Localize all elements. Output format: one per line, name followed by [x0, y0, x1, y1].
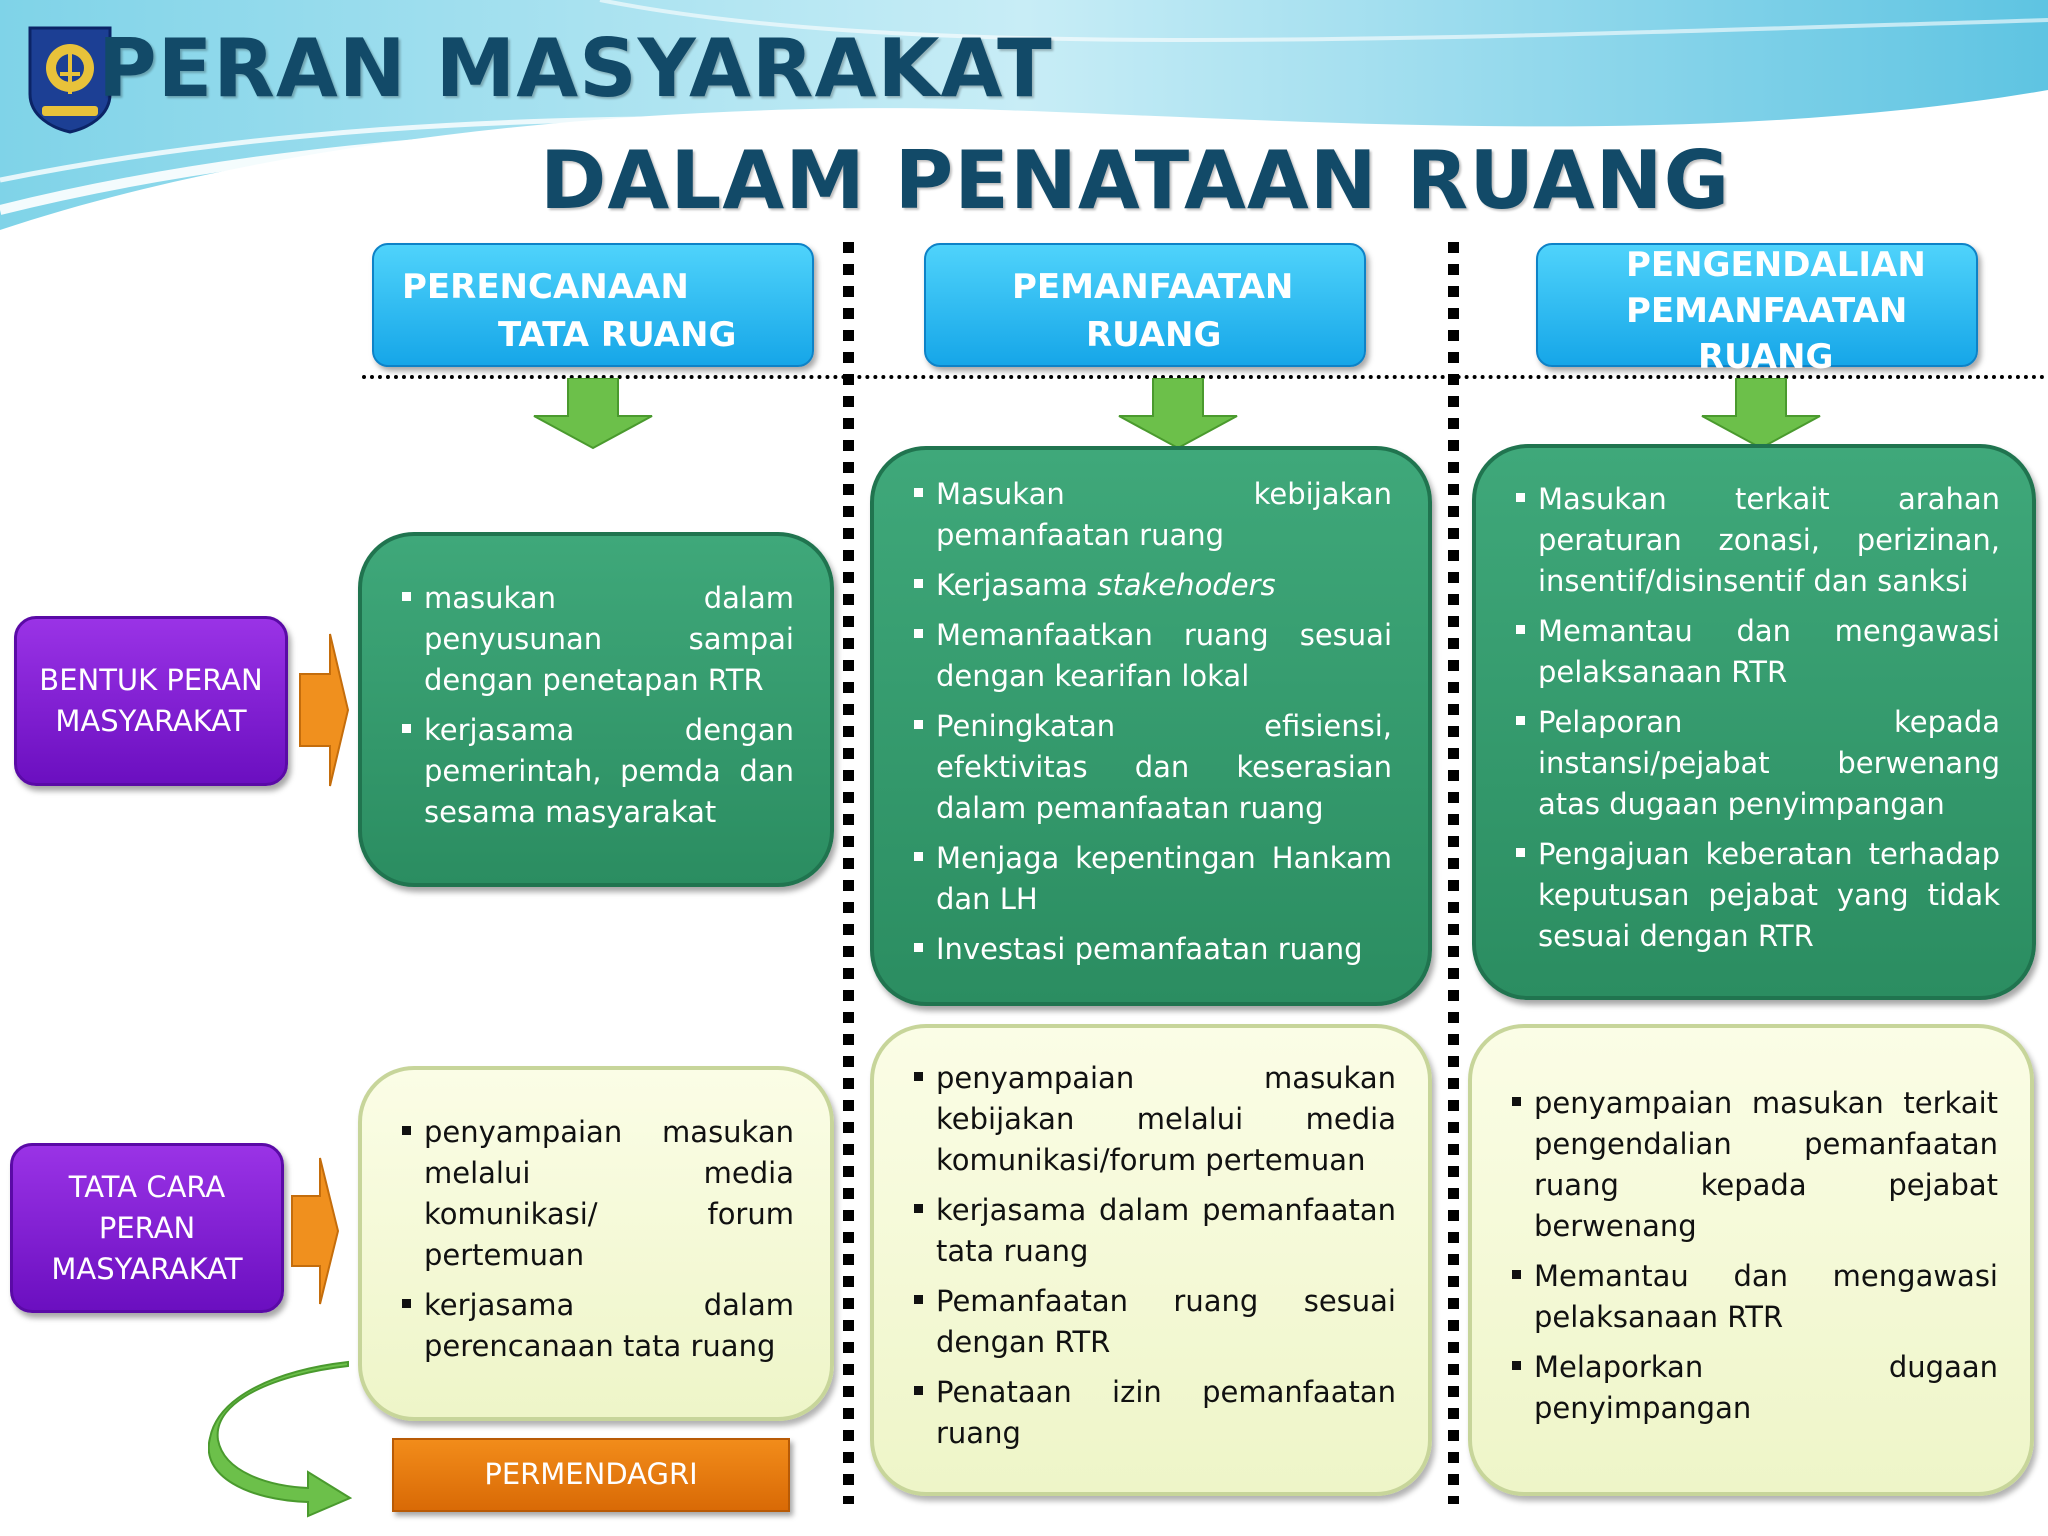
list-item: Pemanfaatan ruang sesuai dengan RTR — [914, 1281, 1396, 1363]
list-item: masukan dalam penyusunan sampai dengan p… — [402, 578, 794, 701]
right-arrow-icon — [291, 1157, 340, 1305]
list-item: kerjasama dalam perencanaan tata ruang — [402, 1285, 794, 1367]
list-item: Masukan kebijakan pemanfaatan ruang — [914, 474, 1392, 556]
header-background-swoosh — [0, 0, 2048, 230]
list-item: penyampaian masukan melalui media komuni… — [402, 1112, 794, 1276]
list-item: Peningkatan efisiensi, efektivitas dan k… — [914, 706, 1392, 829]
list-item: Menjaga kepentingan Hankam dan LH — [914, 838, 1392, 920]
list-item: Pelaporan kepada instansi/pejabat berwen… — [1516, 702, 2000, 825]
list-item: kerjasama dalam pemanfaatan tata ruang — [914, 1190, 1396, 1272]
list-item: Pengajuan keberatan terhadap keputusan p… — [1516, 834, 2000, 957]
bentuk-box-perencanaan: masukan dalam penyusunan sampai dengan p… — [358, 532, 834, 887]
header-line: PEMANFAATAN — [1012, 267, 1294, 307]
list-item: Memantau dan mengawasi pelaksanaan RTR — [1512, 1256, 1998, 1338]
bentuk-box-pemanfaatan: Masukan kebijakan pemanfaatan ruang Kerj… — [870, 446, 1432, 1006]
list-item: penyampaian masukan terkait pengendalian… — [1512, 1083, 1998, 1247]
down-arrow-icon — [1118, 378, 1238, 450]
list-item-text: Kerjasama stakehoders — [936, 567, 1276, 602]
row-label-line: MASYARAKAT — [51, 1251, 243, 1286]
tatacara-box-perencanaan: penyampaian masukan melalui media komuni… — [358, 1066, 834, 1421]
bentuk-box-pengendalian: Masukan terkait arahan peraturan zonasi,… — [1472, 444, 2036, 1000]
list-item: Memanfaatkan ruang sesuai dengan kearifa… — [914, 615, 1392, 697]
page-title-line2: DALAM PENATAAN RUANG — [540, 134, 1731, 227]
list-item: Melaporkan dugaan penyimpangan — [1512, 1347, 1998, 1429]
header-line: PERENCANAAN — [402, 267, 689, 307]
header-line: PENGENDALIAN — [1626, 245, 1926, 285]
header-line: RUANG — [1698, 337, 1834, 377]
header-perencanaan: PERENCANAAN TATA RUANG — [372, 243, 814, 367]
down-arrow-icon — [533, 378, 653, 450]
tatacara-box-pemanfaatan: penyampaian masukan kebijakan melalui me… — [870, 1024, 1432, 1496]
curved-arrow-icon — [208, 1360, 352, 1518]
list-item: kerjasama dengan pemerintah, pemda dan s… — [402, 710, 794, 833]
right-arrow-icon — [299, 633, 350, 787]
list-item: penyampaian masukan kebijakan melalui me… — [914, 1058, 1396, 1181]
list-item: Memantau dan mengawasi pelaksanaan RTR — [1516, 611, 2000, 693]
header-separator — [362, 375, 2046, 379]
list-item: Kerjasama stakehoders — [914, 565, 1392, 606]
row-label-tata-cara: TATA CARA PERAN MASYARAKAT — [10, 1143, 284, 1313]
header-line: TATA RUANG — [498, 315, 737, 355]
source-label-permendagri: PERMENDAGRI — [392, 1438, 790, 1512]
down-arrow-icon — [1701, 378, 1821, 450]
list-item: Penataan izin pemanfaatan ruang — [914, 1372, 1396, 1454]
header-pemanfaatan: PEMANFAATAN RUANG — [924, 243, 1366, 367]
government-emblem-icon — [28, 26, 112, 134]
column-separator — [843, 242, 854, 1504]
row-label-line: TATA CARA — [68, 1169, 226, 1204]
page-title-line1: PERAN MASYARAKAT — [98, 22, 1053, 115]
header-line: RUANG — [1086, 315, 1222, 355]
row-label-line: MASYARAKAT — [55, 704, 247, 738]
row-label-line: BENTUK PERAN — [39, 663, 263, 697]
list-item: Investasi pemanfaatan ruang — [914, 929, 1392, 970]
column-separator — [1448, 242, 1459, 1504]
row-label-line: PERAN — [98, 1210, 196, 1245]
row-label-bentuk-peran: BENTUK PERAN MASYARAKAT — [14, 616, 288, 786]
header-pengendalian: PENGENDALIAN PEMANFAATAN RUANG — [1536, 243, 1978, 377]
tatacara-box-pengendalian: penyampaian masukan terkait pengendalian… — [1468, 1024, 2034, 1496]
list-item: Masukan terkait arahan peraturan zonasi,… — [1516, 479, 2000, 602]
header-line: PEMANFAATAN — [1626, 291, 1908, 331]
italic-term: stakehoders — [1097, 567, 1276, 602]
